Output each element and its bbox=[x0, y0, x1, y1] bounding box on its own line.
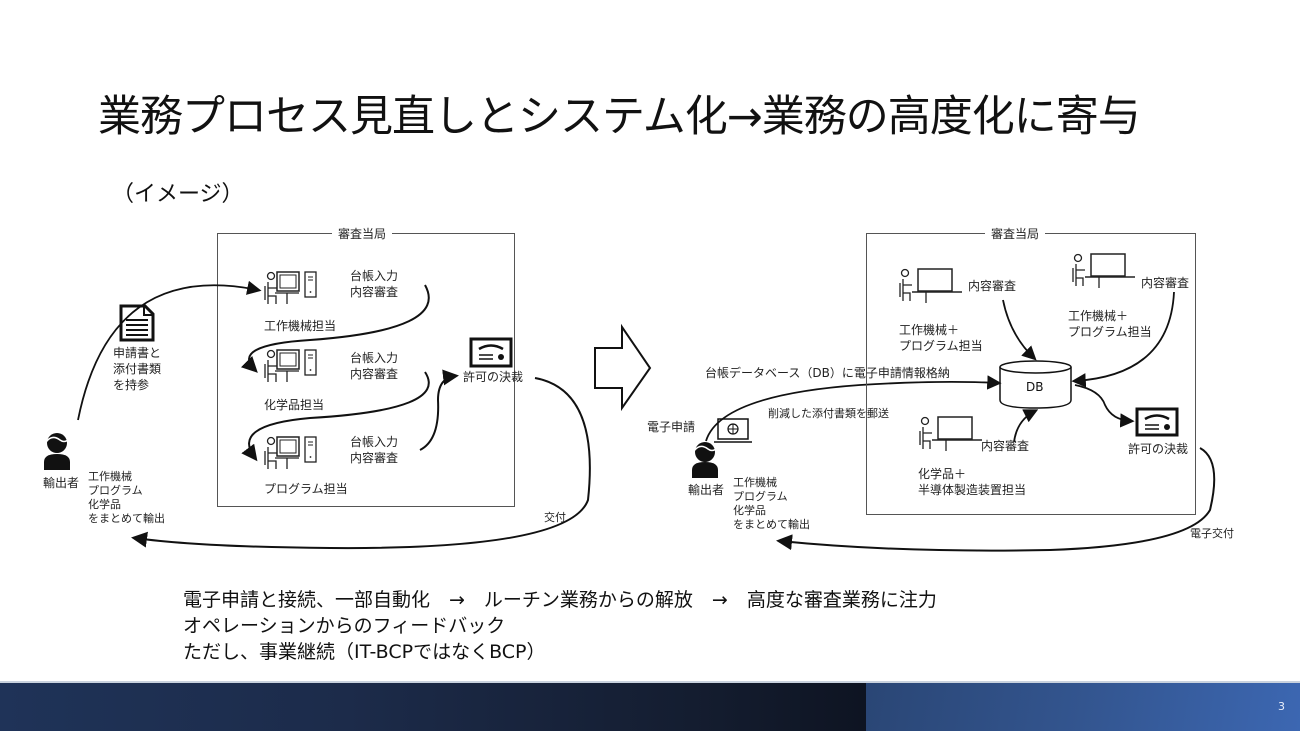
flow-arrow-review3-to-db bbox=[1013, 409, 1039, 443]
approval-certificate-icon-after bbox=[1135, 407, 1179, 437]
db-label: DB bbox=[1026, 380, 1044, 394]
slide-subtitle: （イメージ） bbox=[112, 182, 244, 207]
e-application-label: 電子申請 bbox=[647, 420, 696, 434]
footer-band-blue bbox=[866, 683, 1300, 731]
worker-desktop-icon-1 bbox=[264, 271, 317, 304]
summary-line-3: ただし、事業継続（IT-BCPではなくBCP） bbox=[183, 641, 546, 663]
approval-label-after: 許可の決裁 bbox=[1128, 442, 1189, 456]
worker-2-role: 化学品担当 bbox=[264, 398, 325, 412]
after-worker-3-role: 化学品＋ 半導体製造装置担当 bbox=[918, 467, 1027, 497]
export-items-list-after: 工作機械 プログラム 化学品 をまとめて輸出 bbox=[733, 476, 810, 531]
export-items-list: 工作機械 プログラム 化学品 をまとめて輸出 bbox=[88, 470, 165, 525]
worker-laptop-icon-2 bbox=[1072, 253, 1135, 288]
worker-laptop-icon-3 bbox=[919, 416, 982, 451]
flow-arrow-to-approval bbox=[419, 369, 459, 451]
after-worker-3-task: 内容審査 bbox=[981, 439, 1030, 453]
transition-arrow-icon bbox=[594, 323, 652, 412]
flow-arrow-worker1-to-2 bbox=[240, 284, 430, 373]
worker-1-role: 工作機械担当 bbox=[264, 319, 337, 333]
after-worker-2-role: 工作機械＋ プログラム担当 bbox=[1068, 309, 1152, 339]
flow-arrow-db-to-approval bbox=[1074, 384, 1135, 428]
flow-arrow-review1-to-db bbox=[1002, 299, 1037, 361]
exporter-person-icon-after bbox=[692, 442, 718, 478]
flow-arrow-delivery bbox=[131, 377, 591, 550]
flow-arrow-review2-to-db bbox=[1071, 291, 1175, 388]
flow-arrow-submit bbox=[77, 280, 262, 421]
worker-laptop-icon-1 bbox=[899, 268, 962, 303]
exporter-label-after: 輸出者 bbox=[688, 483, 725, 497]
footer-band-dark bbox=[0, 683, 866, 731]
e-delivery-label: 電子交付 bbox=[1190, 527, 1234, 540]
worker-3-tasks: 台帳入力 内容審査 bbox=[350, 435, 399, 465]
worker-2-tasks: 台帳入力 内容審査 bbox=[350, 351, 399, 381]
page-number: 3 bbox=[1278, 700, 1285, 713]
approval-label: 許可の決裁 bbox=[463, 370, 524, 384]
worker-1-tasks: 台帳入力 内容審査 bbox=[350, 269, 399, 299]
worker-desktop-icon-2 bbox=[264, 349, 317, 382]
slide-title: 業務プロセス見直しとシステム化→業務の高度化に寄与 bbox=[98, 92, 1141, 142]
document-icon bbox=[119, 304, 155, 342]
footer-divider bbox=[0, 681, 1300, 683]
summary-line-2: オペレーションからのフィードバック bbox=[183, 615, 506, 637]
after-worker-1-role: 工作機械＋ プログラム担当 bbox=[899, 323, 983, 353]
db-store-label: 台帳データベース（DB）に電子申請情報格納 bbox=[705, 366, 950, 380]
before-agency-title: 審査当局 bbox=[332, 225, 393, 242]
flow-arrow-e-delivery bbox=[776, 447, 1216, 552]
summary-line-1: 電子申請と接続、一部自動化 → ルーチン業務からの解放 → 高度な審査業務に注力 bbox=[183, 589, 937, 611]
database-icon bbox=[999, 360, 1072, 409]
worker-3-role: プログラム担当 bbox=[264, 482, 348, 496]
exporter-label: 輸出者 bbox=[43, 476, 80, 490]
flow-arrow-worker2-to-3 bbox=[241, 371, 430, 462]
after-agency-title: 審査当局 bbox=[985, 225, 1046, 242]
after-worker-2-task: 内容審査 bbox=[1141, 276, 1190, 290]
delivery-label: 交付 bbox=[544, 511, 566, 524]
after-worker-1-task: 内容審査 bbox=[968, 279, 1017, 293]
worker-desktop-icon-3 bbox=[264, 436, 317, 469]
approval-certificate-icon bbox=[469, 337, 513, 368]
flow-arrow-e-application bbox=[705, 375, 1002, 442]
document-label: 申請書と 添付書類 を持参 bbox=[113, 346, 162, 392]
mail-label: 削減した添付書類を郵送 bbox=[768, 407, 889, 420]
exporter-person-icon bbox=[44, 433, 70, 470]
laptop-globe-icon bbox=[714, 418, 752, 443]
